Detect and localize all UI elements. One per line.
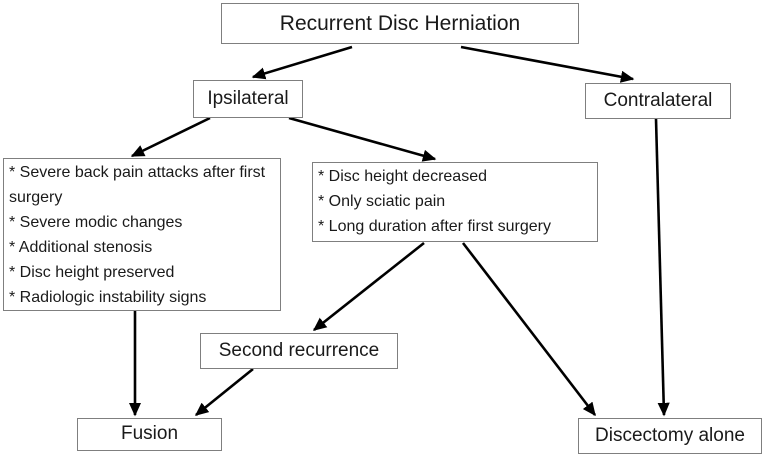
arrow-discectomy-criteria-to-discectomy-alone: [461, 242, 597, 417]
criteria-line: * Long duration after first surgery: [318, 218, 552, 235]
node-contralateral-label: Contralateral: [603, 89, 713, 111]
arrow-contralateral-to-discectomy-alone: [654, 118, 670, 417]
node-contralateral: Contralateral: [585, 83, 731, 119]
node-second-recurrence: Second recurrence: [200, 333, 398, 369]
criteria-line: * Additional stenosis: [9, 239, 153, 256]
arrow-ipsilateral-to-fusion-criteria: [130, 116, 211, 158]
node-ipsilateral: Ipsilateral: [193, 80, 303, 118]
criteria-line: * Disc height preserved: [9, 264, 175, 281]
node-fusion-criteria: * Severe back pain attacks after first s…: [3, 158, 281, 311]
criteria-line: * Severe back pain attacks after first s…: [9, 164, 266, 206]
arrow-root-to-contralateral: [460, 45, 635, 83]
criteria-line: * Only sciatic pain: [318, 193, 446, 210]
node-recurrent-disc-herniation-label: Recurrent Disc Herniation: [279, 11, 521, 35]
node-discectomy-alone-label: Discectomy alone: [595, 424, 745, 446]
node-ipsilateral-label: Ipsilateral: [207, 87, 289, 109]
criteria-line: * Radiologic instability signs: [9, 289, 207, 306]
criteria-line: * Disc height decreased: [318, 168, 487, 185]
node-discectomy-criteria: * Disc height decreased * Only sciatic p…: [312, 162, 598, 242]
arrow-root-to-ipsilateral: [251, 45, 353, 80]
criteria-line: * Severe modic changes: [9, 214, 183, 231]
node-fusion-label: Fusion: [120, 423, 179, 445]
arrow-ipsilateral-to-discectomy-criteria: [288, 116, 437, 162]
arrow-discectomy-criteria-to-second-recurrence: [312, 241, 425, 332]
node-recurrent-disc-herniation: Recurrent Disc Herniation: [221, 3, 579, 44]
node-discectomy-alone: Discectomy alone: [578, 418, 762, 454]
node-fusion: Fusion: [77, 418, 222, 451]
node-second-recurrence-label: Second recurrence: [218, 339, 380, 361]
arrow-second-recurrence-to-fusion: [194, 367, 254, 417]
